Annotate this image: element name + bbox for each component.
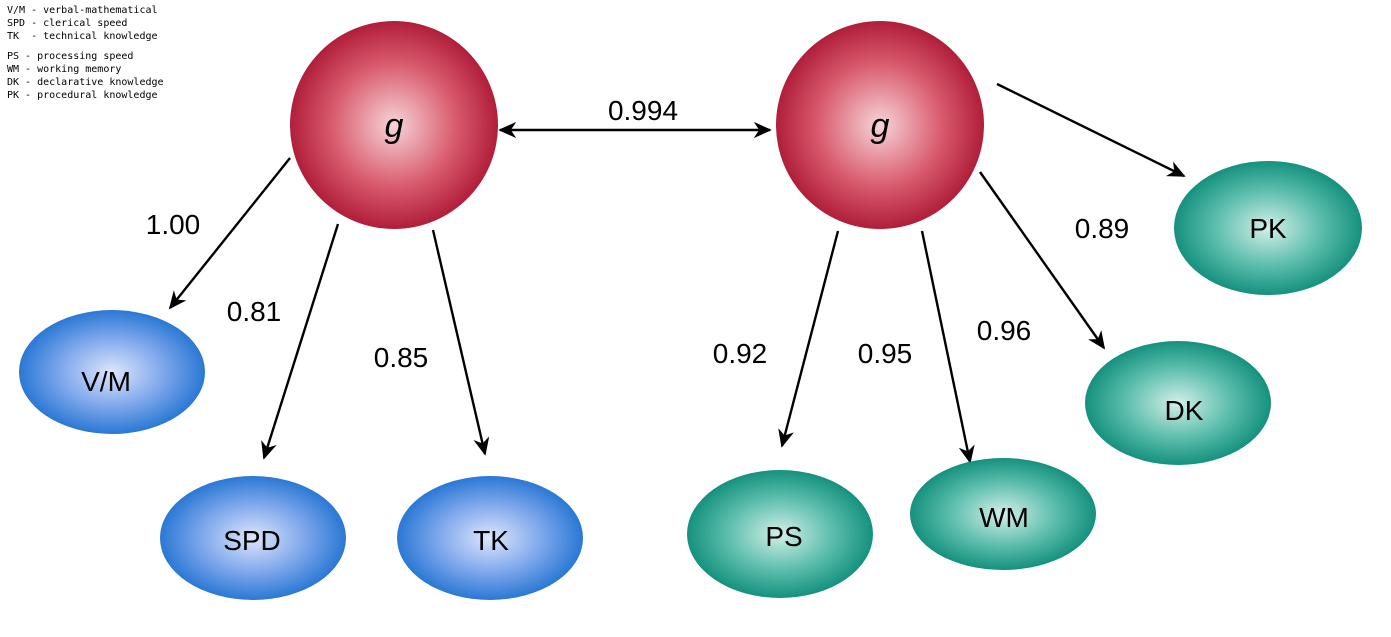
- indicator-wm: WM: [910, 458, 1096, 570]
- factor-left-circle: [290, 21, 498, 229]
- edge-g-tk: [431, 229, 490, 456]
- factor-right-label: g: [871, 107, 890, 145]
- indicator-pk: PK: [1174, 161, 1362, 295]
- indicator-vm: V/M: [19, 310, 205, 434]
- loading-ps-label: 0.92: [713, 338, 768, 369]
- legend-item-dk: DK - declarative knowledge: [7, 77, 164, 88]
- indicator-ps-label: PS: [765, 521, 802, 552]
- edge-g-vm: [168, 157, 291, 310]
- factor-left-label: g: [385, 107, 404, 145]
- loading-spd-label: 0.81: [227, 296, 282, 327]
- indicator-tk-label: TK: [473, 525, 509, 556]
- loading-pk-label: 0.89: [1075, 213, 1130, 244]
- loading-vm-label: 1.00: [146, 209, 201, 240]
- indicator-wm-ellipse: [910, 458, 1096, 570]
- indicator-vm-ellipse: [19, 310, 205, 434]
- loading-tk-label: 0.85: [374, 342, 429, 373]
- edges: [168, 82, 1186, 464]
- legend-item-vm: V/M - verbal-mathematical: [7, 5, 158, 16]
- edge-g-ps: [778, 230, 840, 448]
- edge-g-wm: [920, 230, 975, 464]
- indicator-pk-ellipse: [1174, 161, 1362, 295]
- factor-right-circle: [776, 21, 984, 229]
- indicator-spd: SPD: [160, 476, 346, 600]
- legend: V/M - verbal-mathematical SPD - clerical…: [7, 4, 164, 102]
- legend-item-pk: PK - procedural knowledge: [7, 90, 158, 101]
- indicator-wm-label: WM: [979, 502, 1029, 533]
- legend-item-tk: TK - technical knowledge: [7, 31, 158, 42]
- legend-item-ps: PS - processing speed: [7, 51, 134, 62]
- legend-item-spd: SPD - clerical speed: [7, 18, 128, 29]
- indicator-tk: TK: [397, 476, 583, 600]
- indicator-spd-label: SPD: [223, 525, 281, 556]
- edge-labels: 0.994 1.00 0.81 0.85 0.92 0.95 0.96 0.89: [146, 95, 1130, 373]
- indicator-ps-ellipse: [687, 470, 873, 598]
- legend-item-wm: WM - working memory: [7, 64, 122, 75]
- indicator-spd-ellipse: [160, 476, 346, 600]
- factor-left: g: [290, 21, 498, 229]
- indicator-dk-ellipse: [1085, 341, 1271, 465]
- indicator-tk-ellipse: [397, 476, 583, 600]
- edge-g-spd: [261, 223, 340, 460]
- loading-wm-label: 0.95: [858, 338, 913, 369]
- loading-dk-label: 0.96: [977, 315, 1032, 346]
- indicator-dk-label: DK: [1165, 395, 1204, 426]
- indicator-ps: PS: [687, 470, 873, 598]
- edge-g-dk: [979, 171, 1106, 350]
- indicator-vm-label: V/M: [81, 366, 131, 397]
- indicator-pk-label: PK: [1249, 213, 1287, 244]
- correlation-label: 0.994: [608, 95, 678, 126]
- edge-g-pk: [996, 82, 1186, 178]
- factor-right: g: [776, 21, 984, 229]
- indicator-dk: DK: [1085, 341, 1271, 465]
